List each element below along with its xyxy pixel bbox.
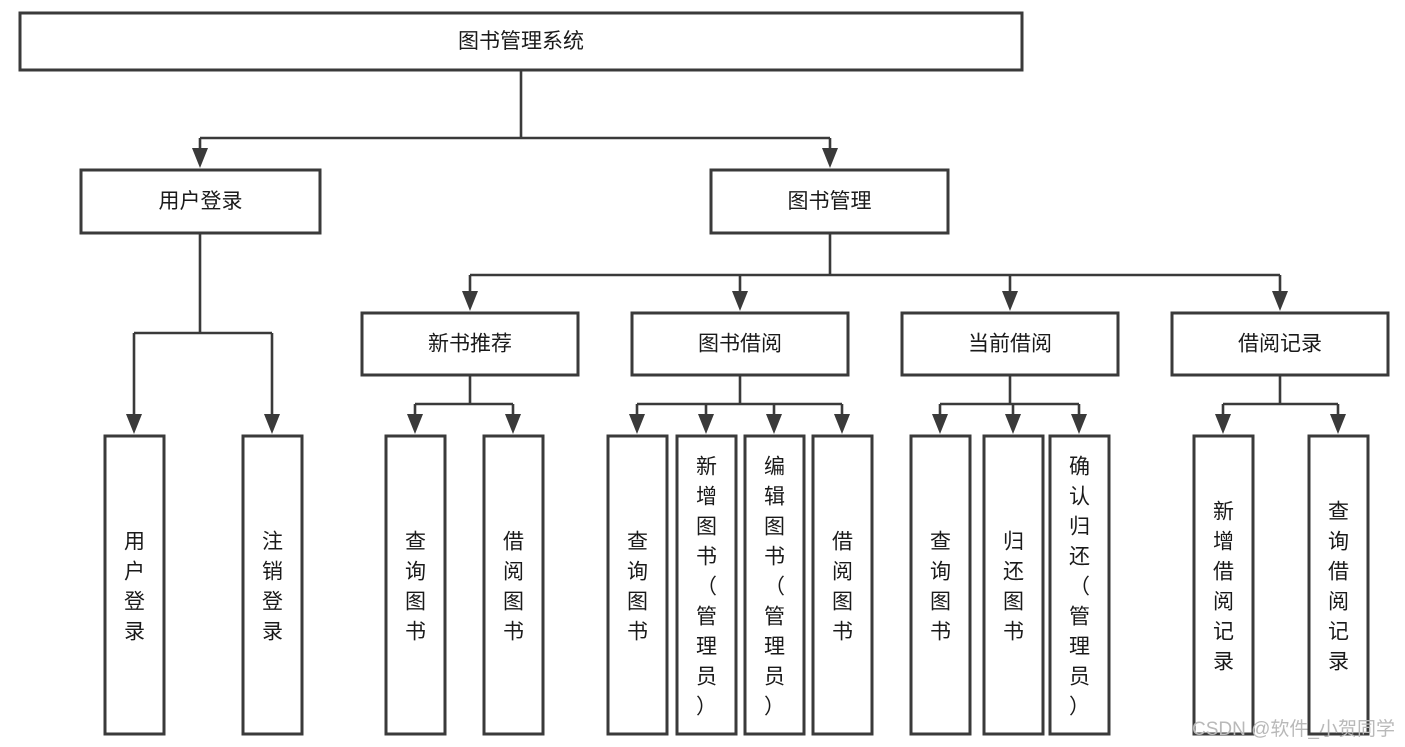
node-label-leaf-current-confirm-return: 确认归还（管理员） bbox=[1069, 455, 1090, 718]
node-box-leaf-recommend-borrow-book bbox=[482, 434, 545, 736]
node-box-borrow-record bbox=[1170, 311, 1390, 377]
node-leaf-borrow-add-book[interactable]: 新增图书（管理员） bbox=[675, 434, 738, 736]
arrow-leaf-recommend-borrow bbox=[505, 414, 521, 434]
node-leaf-current-return-book[interactable]: 归还图书 bbox=[982, 434, 1045, 736]
node-book-management[interactable]: 图书管理 bbox=[709, 168, 950, 235]
node-label-leaf-borrow-borrow-book: 借阅图书 bbox=[832, 530, 853, 643]
arrow-leaf-user-logout bbox=[264, 414, 280, 434]
node-leaf-recommend-borrow-book[interactable]: 借阅图书 bbox=[482, 434, 545, 736]
arrow-leaf-current-confirm bbox=[1071, 414, 1087, 434]
node-label-current-borrow: 当前借阅 bbox=[968, 333, 1052, 356]
node-box-book-borrow bbox=[630, 311, 850, 377]
node-root[interactable]: 图书管理系统 bbox=[18, 11, 1024, 72]
node-label-leaf-borrow-add-book: 新增图书（管理员） bbox=[696, 455, 717, 718]
node-label-leaf-record-query: 查询借阅记录 bbox=[1328, 500, 1349, 673]
arrow-heads-layer bbox=[126, 148, 1346, 434]
node-box-leaf-current-query-book bbox=[909, 434, 972, 736]
arrow-current-borrow bbox=[1002, 291, 1018, 311]
node-label-borrow-record: 借阅记录 bbox=[1238, 333, 1322, 356]
node-leaf-user-logout[interactable]: 注销登录 bbox=[241, 434, 304, 736]
node-leaf-borrow-query-book[interactable]: 查询图书 bbox=[606, 434, 669, 736]
node-leaf-record-query[interactable]: 查询借阅记录 bbox=[1307, 434, 1370, 736]
arrow-borrow-record bbox=[1272, 291, 1288, 311]
node-box-leaf-current-return-book bbox=[982, 434, 1045, 736]
node-box-user-login bbox=[79, 168, 322, 235]
node-label-user-login: 用户登录 bbox=[159, 190, 243, 213]
node-box-new-book-recommend bbox=[360, 311, 580, 377]
arrow-leaf-borrow-add bbox=[698, 414, 714, 434]
node-label-book-management: 图书管理 bbox=[788, 190, 872, 213]
node-label-leaf-current-query-book: 查询图书 bbox=[930, 530, 951, 643]
node-box-leaf-current-confirm-return bbox=[1048, 434, 1111, 736]
arrow-leaf-record-query bbox=[1330, 414, 1346, 434]
node-box-leaf-user-logout bbox=[241, 434, 304, 736]
node-book-borrow[interactable]: 图书借阅 bbox=[630, 311, 850, 377]
node-leaf-record-add[interactable]: 新增借阅记录 bbox=[1192, 434, 1255, 736]
node-label-leaf-borrow-query-book: 查询图书 bbox=[627, 530, 648, 643]
node-label-root: 图书管理系统 bbox=[458, 30, 584, 53]
node-box-leaf-record-query bbox=[1307, 434, 1370, 736]
node-label-leaf-recommend-query-book: 查询图书 bbox=[405, 530, 426, 643]
node-box-leaf-recommend-query-book bbox=[384, 434, 447, 736]
node-box-leaf-user-login bbox=[103, 434, 166, 736]
node-current-borrow[interactable]: 当前借阅 bbox=[900, 311, 1120, 377]
node-label-leaf-record-add: 新增借阅记录 bbox=[1213, 500, 1234, 673]
node-leaf-current-query-book[interactable]: 查询图书 bbox=[909, 434, 972, 736]
node-box-leaf-borrow-borrow-book bbox=[811, 434, 874, 736]
node-box-leaf-borrow-add-book bbox=[675, 434, 738, 736]
arrow-leaf-borrow-edit bbox=[766, 414, 782, 434]
node-label-leaf-user-login: 用户登录 bbox=[124, 530, 145, 643]
arrow-leaf-record-add bbox=[1215, 414, 1231, 434]
watermark-text: CSDN @软件_小贺同学 bbox=[1192, 718, 1395, 740]
arrow-leaf-borrow-borrow bbox=[834, 414, 850, 434]
arrow-leaf-recommend-query bbox=[407, 414, 423, 434]
node-label-leaf-current-return-book: 归还图书 bbox=[1003, 530, 1024, 643]
arrow-leaf-current-query bbox=[932, 414, 948, 434]
arrow-leaf-user-login bbox=[126, 414, 142, 434]
node-label-leaf-recommend-borrow-book: 借阅图书 bbox=[503, 530, 524, 643]
node-label-leaf-borrow-edit-book: 编辑图书（管理员） bbox=[764, 455, 785, 718]
node-box-leaf-borrow-edit-book bbox=[743, 434, 806, 736]
node-box-root bbox=[18, 11, 1024, 72]
nodes-layer: 图书管理系统用户登录图书管理新书推荐图书借阅当前借阅借阅记录用户登录注销登录查询… bbox=[18, 11, 1390, 736]
node-leaf-current-confirm-return[interactable]: 确认归还（管理员） bbox=[1048, 434, 1111, 736]
node-leaf-borrow-edit-book[interactable]: 编辑图书（管理员） bbox=[743, 434, 806, 736]
node-label-leaf-user-logout: 注销登录 bbox=[262, 530, 283, 643]
node-box-current-borrow bbox=[900, 311, 1120, 377]
node-borrow-record[interactable]: 借阅记录 bbox=[1170, 311, 1390, 377]
node-box-leaf-borrow-query-book bbox=[606, 434, 669, 736]
node-leaf-user-login[interactable]: 用户登录 bbox=[103, 434, 166, 736]
arrow-book-management bbox=[822, 148, 838, 168]
arrow-leaf-borrow-query bbox=[629, 414, 645, 434]
node-user-login[interactable]: 用户登录 bbox=[79, 168, 322, 235]
node-box-leaf-record-add bbox=[1192, 434, 1255, 736]
node-label-book-borrow: 图书借阅 bbox=[698, 333, 782, 356]
node-leaf-borrow-borrow-book[interactable]: 借阅图书 bbox=[811, 434, 874, 736]
node-leaf-recommend-query-book[interactable]: 查询图书 bbox=[384, 434, 447, 736]
node-new-book-recommend[interactable]: 新书推荐 bbox=[360, 311, 580, 377]
node-label-new-book-recommend: 新书推荐 bbox=[428, 333, 512, 356]
arrow-user-login bbox=[192, 148, 208, 168]
node-box-book-management bbox=[709, 168, 950, 235]
arrow-new-book-recommend bbox=[462, 291, 478, 311]
arrow-book-borrow bbox=[732, 291, 748, 311]
arrow-leaf-current-return bbox=[1005, 414, 1021, 434]
